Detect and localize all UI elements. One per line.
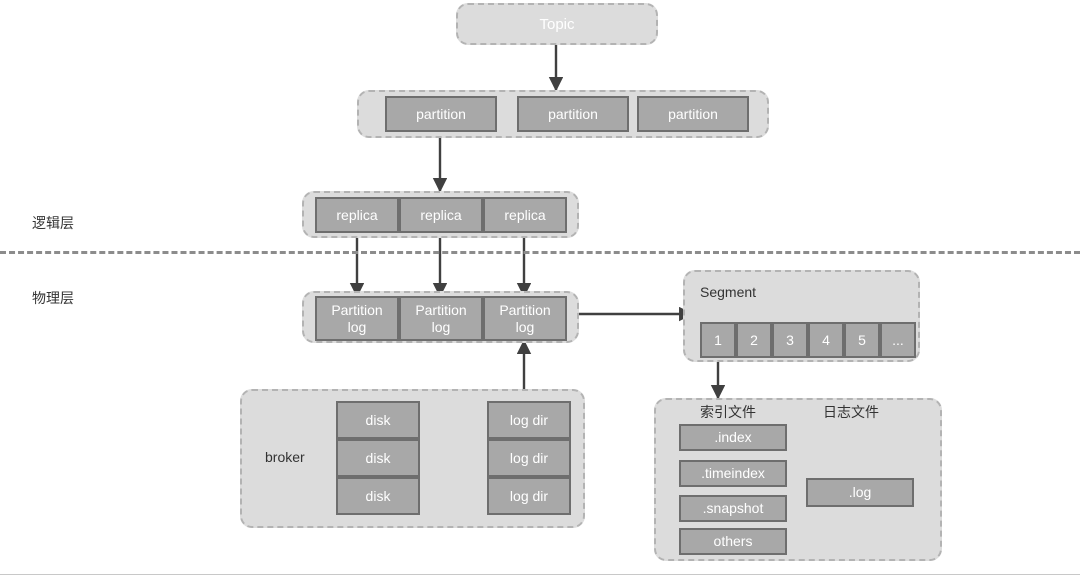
- index-files-group-title: 索引文件: [700, 404, 756, 420]
- partition-box-3[interactable]: partition: [637, 96, 749, 132]
- topic-box[interactable]: Topic: [456, 3, 658, 45]
- segment-cell-3[interactable]: 3: [772, 322, 808, 358]
- log-dir-box-2[interactable]: log dir: [487, 439, 571, 477]
- segment-cell-5[interactable]: 5: [844, 322, 880, 358]
- file-box-snapshot[interactable]: .snapshot: [679, 495, 787, 522]
- file-box-log[interactable]: .log: [806, 478, 914, 507]
- replica-box-2[interactable]: replica: [399, 197, 483, 233]
- segment-cell-2[interactable]: 2: [736, 322, 772, 358]
- disk-box-1[interactable]: disk: [336, 401, 420, 439]
- partition-box-2[interactable]: partition: [517, 96, 629, 132]
- segment-title: Segment: [700, 284, 757, 300]
- log-dir-box-1[interactable]: log dir: [487, 401, 571, 439]
- replica-box-1[interactable]: replica: [315, 197, 399, 233]
- broker-label: broker: [265, 449, 305, 465]
- partition-log-box-3[interactable]: Partition log: [483, 296, 567, 341]
- layer-label-logical: 逻辑层: [32, 215, 74, 231]
- segment-cell-1[interactable]: 1: [700, 322, 736, 358]
- replica-box-3[interactable]: replica: [483, 197, 567, 233]
- disk-box-3[interactable]: disk: [336, 477, 420, 515]
- topic-label: Topic: [539, 15, 575, 33]
- partition-log-box-2[interactable]: Partition log: [399, 296, 483, 341]
- log-files-group-title: 日志文件: [823, 404, 879, 420]
- partition-box-1[interactable]: partition: [385, 96, 497, 132]
- partition-log-box-1[interactable]: Partition log: [315, 296, 399, 341]
- file-box-others[interactable]: others: [679, 528, 787, 555]
- layer-divider: [0, 251, 1080, 254]
- segment-cell-4[interactable]: 4: [808, 322, 844, 358]
- segment-cell-6[interactable]: ...: [880, 322, 916, 358]
- layer-label-physical: 物理层: [32, 290, 74, 306]
- disk-box-2[interactable]: disk: [336, 439, 420, 477]
- log-dir-box-3[interactable]: log dir: [487, 477, 571, 515]
- file-box-index[interactable]: .index: [679, 424, 787, 451]
- file-box-timeindex[interactable]: .timeindex: [679, 460, 787, 487]
